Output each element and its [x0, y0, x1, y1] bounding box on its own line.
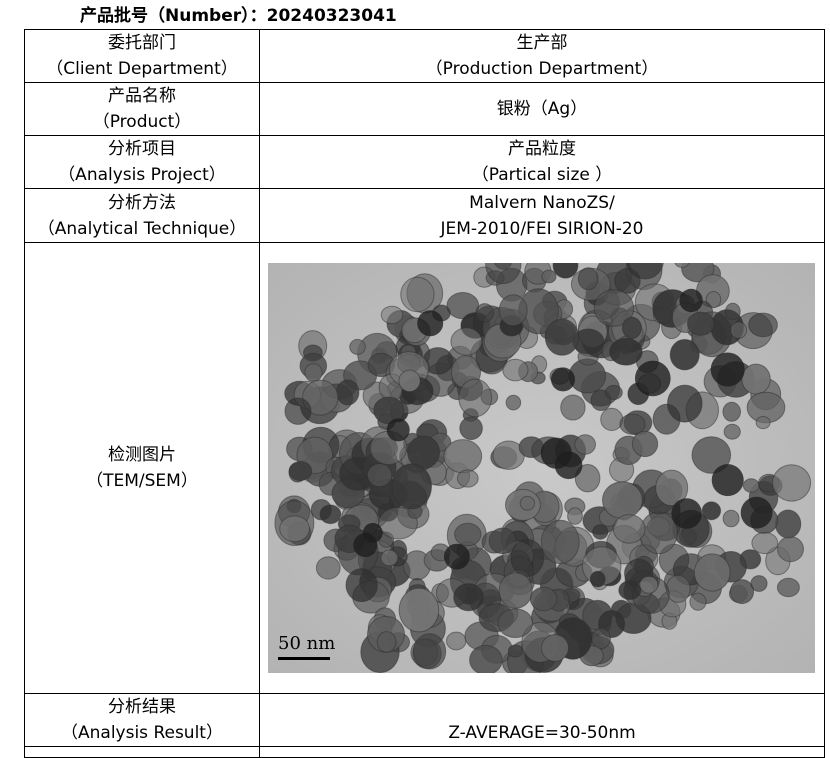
scale-bar-label: 50 nm [278, 633, 336, 654]
analytical-technique-label: 分析方法 （Analytical Technique） [24, 188, 260, 243]
product-label-cn: 产品名称 [108, 86, 176, 106]
analytical-technique-value-line1: Malvern NanoZS/ [469, 192, 615, 213]
analysis-result-value: Z-AVERAGE=30-50nm [259, 693, 825, 747]
analytical-technique-value: Malvern NanoZS/ JEM-2010/FEI SIRION-20 [259, 188, 825, 243]
client-department-value-en: （Production Department） [425, 59, 659, 79]
client-department-label-cn: 委托部门 [108, 33, 176, 53]
analysis-report-table: 委托部门 （Client Department） 生产部 （Production… [24, 29, 825, 758]
detection-image-label: 检测图片 （TEM/SEM） [24, 242, 260, 694]
row-next-partial [24, 746, 825, 758]
row-product: 产品名称 （Product） 银粉（Ag） [24, 82, 825, 136]
row-detection-image: 检测图片 （TEM/SEM） 50 nm [24, 242, 825, 694]
analysis-project-label-cn: 分析项目 [108, 139, 176, 159]
analysis-result-label-en: （Analysis Result） [61, 723, 223, 743]
analytical-technique-label-cn: 分析方法 [108, 192, 176, 213]
analysis-result-label-cn: 分析结果 [108, 697, 176, 717]
row-analytical-technique: 分析方法 （Analytical Technique） Malvern Nano… [24, 188, 825, 243]
product-value: 银粉（Ag） [259, 82, 825, 136]
product-label-en: （Product） [92, 112, 192, 132]
analysis-project-label: 分析项目 （Analysis Project） [24, 135, 260, 189]
detection-image-label-en: （TEM/SEM） [86, 471, 198, 491]
analytical-technique-value-line2: JEM-2010/FEI SIRION-20 [440, 218, 644, 239]
row-analysis-result: 分析结果 （Analysis Result） Z-AVERAGE=30-50nm [24, 693, 825, 747]
analytical-technique-label-en: （Analytical Technique） [37, 218, 247, 239]
product-value-text: 银粉（Ag） [496, 99, 588, 119]
scale-bar [278, 657, 330, 660]
tem-micrograph: 50 nm [268, 263, 815, 673]
analysis-project-value: 产品粒度 （Partical size ） [259, 135, 825, 189]
batch-number-header: 产品批号（Number）：20240323041 [80, 6, 397, 26]
analysis-result-label: 分析结果 （Analysis Result） [24, 693, 260, 747]
product-label: 产品名称 （Product） [24, 82, 260, 136]
tem-image-svg [268, 263, 815, 673]
client-department-label: 委托部门 （Client Department） [24, 29, 260, 83]
client-department-value: 生产部 （Production Department） [259, 29, 825, 83]
analysis-result-value-text: Z-AVERAGE=30-50nm [448, 723, 636, 743]
client-department-value-cn: 生产部 [516, 33, 568, 53]
row-client-department: 委托部门 （Client Department） 生产部 （Production… [24, 29, 825, 83]
detection-image-label-cn: 检测图片 [108, 445, 176, 465]
row-analysis-project: 分析项目 （Analysis Project） 产品粒度 （Partical s… [24, 135, 825, 189]
analysis-project-value-cn: 产品粒度 [508, 139, 576, 159]
analysis-project-label-en: （Analysis Project） [58, 165, 226, 185]
client-department-label-en: （Client Department） [46, 59, 238, 79]
detection-image-cell: 50 nm [259, 242, 825, 694]
analysis-project-value-en: （Partical size ） [471, 165, 613, 185]
